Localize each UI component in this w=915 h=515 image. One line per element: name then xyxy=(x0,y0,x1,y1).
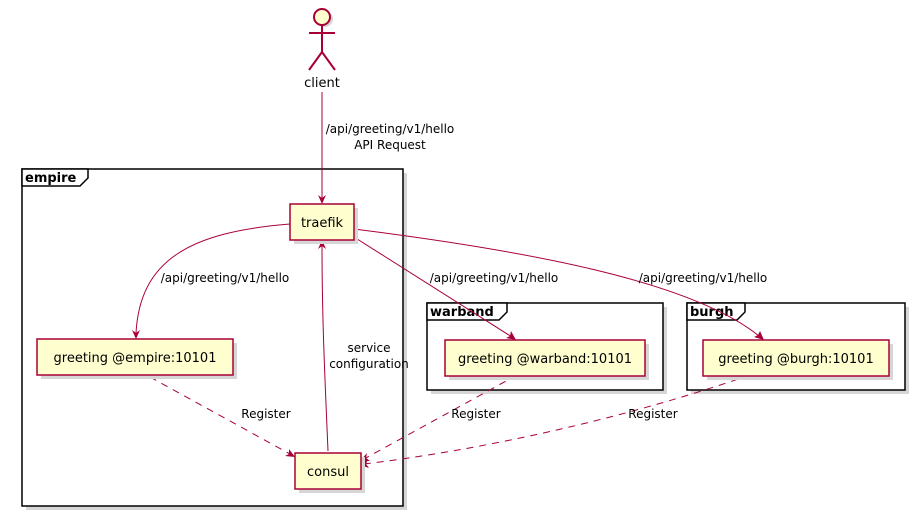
edge-warband-register-label: Register xyxy=(451,407,500,421)
node-greeting-empire[interactable]: greeting @empire:10101 xyxy=(36,338,237,379)
frame-warband-title: warband xyxy=(430,305,494,320)
node-greeting-burgh[interactable]: greeting @burgh:10101 xyxy=(702,339,893,380)
node-consul[interactable]: consul xyxy=(294,452,365,493)
edge-traefik-warband-label: /api/greeting/v1/hello xyxy=(430,271,559,285)
edge-burgh-register-label: Register xyxy=(628,407,677,421)
edge-client-traefik: /api/greeting/v1/hello API Request xyxy=(318,92,454,204)
edge-client-traefik-label-2: API Request xyxy=(354,138,426,152)
actor-body xyxy=(308,25,336,71)
edge-traefik-empire-label: /api/greeting/v1/hello xyxy=(161,271,290,285)
edge-traefik-burgh-label: /api/greeting/v1/hello xyxy=(639,271,768,285)
actor-client-label: client xyxy=(304,76,340,91)
actor-head xyxy=(313,8,331,26)
edge-client-traefik-label-1: /api/greeting/v1/hello xyxy=(326,122,455,136)
node-greeting-empire-label: greeting @empire:10101 xyxy=(54,351,217,366)
edge-consul-traefik-label-1: service xyxy=(348,341,391,355)
edge-empire-register-label: Register xyxy=(241,407,290,421)
frame-burgh-title: burgh xyxy=(690,305,734,320)
node-consul-label: consul xyxy=(307,465,349,480)
node-greeting-warband[interactable]: greeting @warband:10101 xyxy=(444,339,649,380)
edge-traefik-empire: /api/greeting/v1/hello xyxy=(132,223,291,339)
frame-empire-title: empire xyxy=(25,171,77,186)
actor-client: client xyxy=(304,8,340,91)
node-greeting-warband-label: greeting @warband:10101 xyxy=(458,352,632,367)
edge-traefik-warband: /api/greeting/v1/hello xyxy=(353,236,559,340)
edge-consul-traefik-label-2: configuration xyxy=(329,357,409,371)
node-traefik-label: traefik xyxy=(301,216,344,231)
edge-empire-register: Register xyxy=(149,376,295,457)
edge-consul-traefik: service configuration xyxy=(318,240,409,452)
edge-traefik-burgh: /api/greeting/v1/hello xyxy=(353,228,768,340)
node-greeting-burgh-label: greeting @burgh:10101 xyxy=(718,352,873,367)
node-traefik[interactable]: traefik xyxy=(289,203,358,244)
